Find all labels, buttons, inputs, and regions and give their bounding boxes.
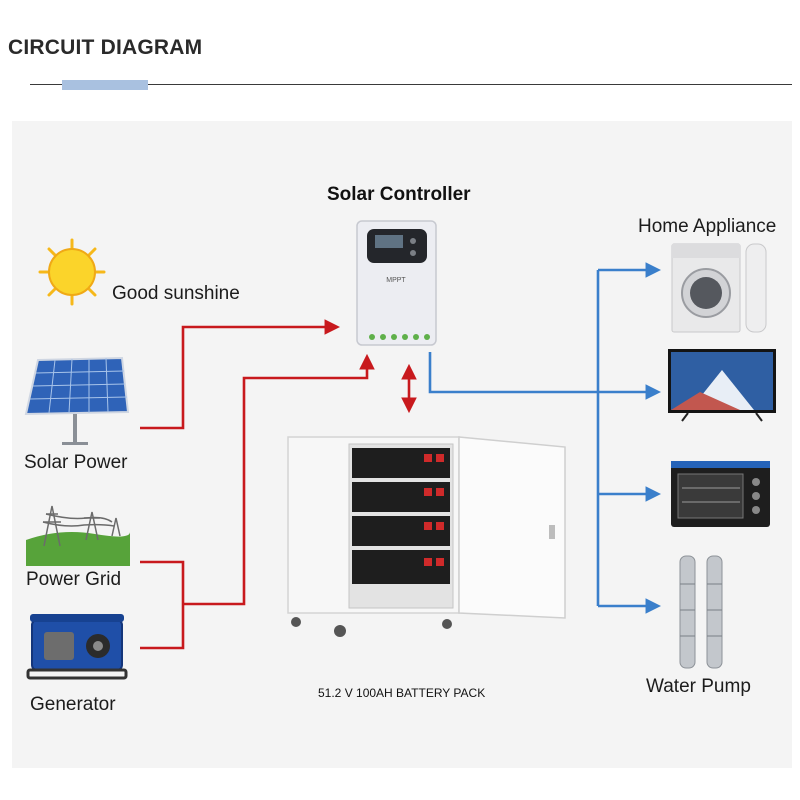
solar-controller-device [356, 220, 437, 346]
water-pump-label: Water Pump [646, 676, 751, 697]
solar-panel-icon [24, 356, 130, 445]
sunshine-label: Good sunshine [112, 283, 240, 304]
battery-pack-label: 51.2 V 100AH BATTERY PACK [318, 686, 486, 700]
television-icon [668, 349, 776, 422]
oven-icon [671, 461, 770, 527]
battery-module-2 [352, 482, 450, 512]
battery-module-4 [352, 550, 450, 584]
solar-to-controller-wire [140, 319, 341, 430]
sun-icon [38, 238, 106, 306]
title-divider [30, 84, 792, 85]
power-grid-icon [26, 505, 130, 566]
battery-module-1 [352, 448, 450, 478]
generator-icon [26, 614, 128, 680]
title-accent-bar [62, 80, 148, 90]
controller-badge: MPPT [386, 277, 406, 284]
cabinet-door [458, 436, 566, 619]
generator-label: Generator [30, 694, 116, 715]
solar-controller-label: Solar Controller [327, 184, 471, 205]
tower-fan-icon [745, 243, 767, 333]
home-appliance-label: Home Appliance [638, 216, 777, 237]
washing-machine-icon [671, 243, 741, 333]
water-pump-icon [679, 555, 723, 669]
power-grid-label: Power Grid [26, 569, 122, 590]
controller-output-wire [428, 352, 598, 394]
page-title: CIRCUIT DIAGRAM [8, 36, 203, 59]
solar-power-label: Solar Power [24, 452, 128, 473]
battery-cabinet [287, 436, 566, 637]
grid-generator-trunk-wire [183, 353, 375, 606]
grid-to-controller-wire [140, 560, 185, 650]
battery-module-3 [352, 516, 450, 546]
